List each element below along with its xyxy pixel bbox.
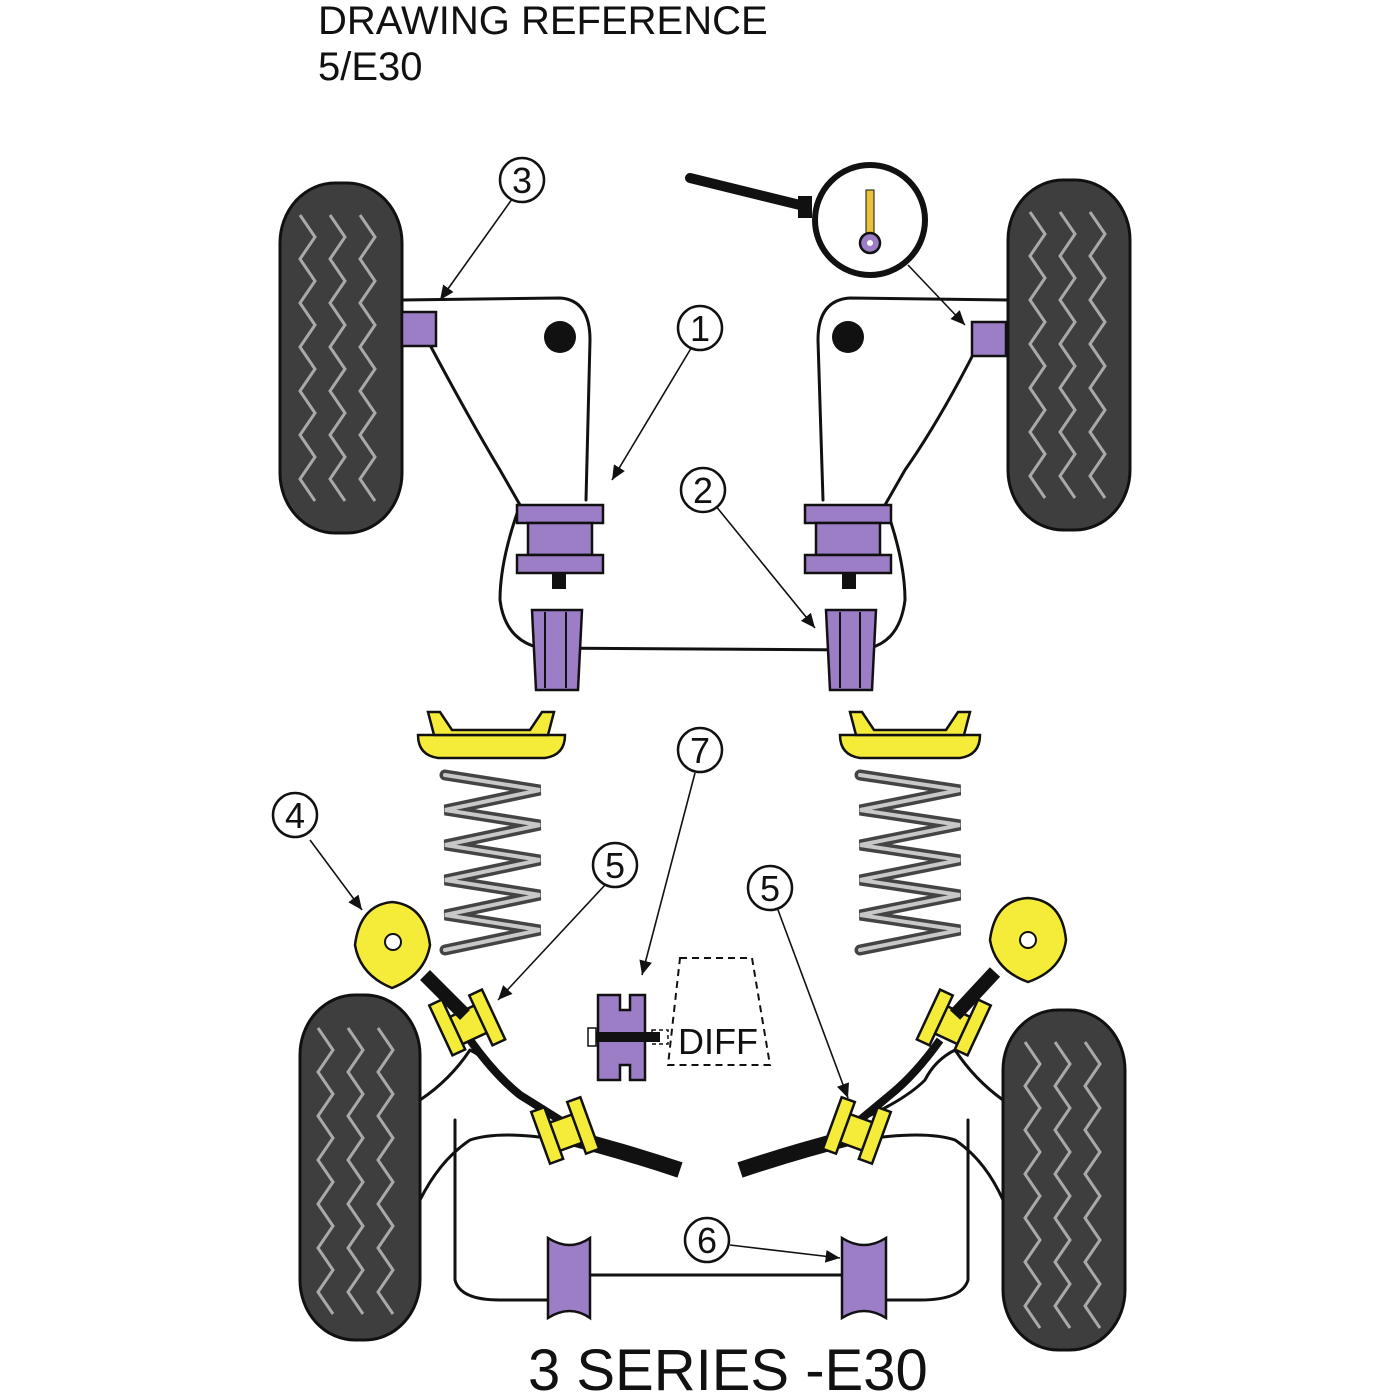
rear-right-arb-bush-outer [915, 987, 993, 1057]
diff-label: DIFF [678, 1021, 758, 1062]
title-line-1: DRAWING REFERENCE [318, 0, 768, 43]
front-left-arb-bush [530, 608, 584, 692]
rear-left-drop-link [466, 1037, 563, 1124]
rear-left-tyre [298, 993, 422, 1342]
rear-left-spring-cap [416, 710, 567, 760]
rear-right-shock-mount [949, 896, 1068, 1020]
callout-1-label: 1 [690, 308, 710, 349]
callout-1: 1 [676, 304, 724, 352]
rear-right-arb-bush-inner [821, 1095, 893, 1166]
callout-7-label: 7 [690, 730, 710, 771]
detail-inset [685, 162, 928, 278]
callout-2-label: 2 [693, 470, 713, 511]
diff-mount [587, 993, 660, 1082]
leader-4 [309, 839, 363, 911]
leader-2 [714, 504, 816, 629]
rear-left-coil-spring [439, 769, 542, 956]
leader-inset [907, 264, 966, 326]
leader-3 [439, 194, 516, 301]
front-anti-roll-bar [538, 646, 862, 652]
front-left-tyre [278, 181, 404, 535]
leader-6 [729, 1244, 841, 1263]
callout-5-right-label: 5 [760, 868, 780, 909]
callout-3: 3 [498, 156, 546, 204]
callout-3-label: 3 [512, 160, 532, 201]
callout-5-left-label: 5 [605, 845, 625, 886]
rear-right-coil-spring [854, 769, 962, 956]
callout-5-right: 5 [746, 864, 794, 912]
diff-outline: DIFF [651, 957, 772, 1066]
rear-left-arb-bush-outer [427, 987, 507, 1057]
title-line-2: 5/E30 [318, 45, 423, 89]
rear-left-trailing-arm [418, 1048, 662, 1302]
callout-4: 4 [271, 791, 319, 839]
callout-7: 7 [676, 726, 724, 774]
callout-6-label: 6 [697, 1220, 717, 1261]
model-label: 3 SERIES -E30 [528, 1338, 928, 1400]
leader-5b [777, 909, 849, 1099]
leader-5a [497, 884, 606, 1001]
rear-left-shock-mount [353, 900, 470, 1020]
rear-left-subframe-mount [546, 1235, 592, 1321]
front-right-control-arm [816, 296, 1010, 650]
rear-right-drop-link [857, 1037, 944, 1124]
callout-4-label: 4 [285, 795, 305, 836]
front-left-control-arm [400, 296, 592, 650]
front-right-arm-bush [803, 503, 893, 589]
rear-left-arb-bush-inner [529, 1095, 601, 1166]
front-right-hub-bush [970, 320, 1008, 358]
front-left-arm-bush [515, 503, 605, 589]
callout-6: 6 [683, 1216, 731, 1264]
front-left-hub-bush [400, 310, 438, 348]
callout-5-left: 5 [591, 841, 639, 889]
rear-right-subframe-mount [840, 1235, 888, 1321]
rear-right-spring-cap [838, 710, 982, 760]
leader-7 [639, 772, 696, 976]
leader-1 [611, 344, 694, 481]
front-right-tyre [1006, 178, 1132, 532]
callout-2: 2 [679, 466, 727, 514]
rear-right-tyre [1001, 1008, 1127, 1352]
front-right-arb-bush [824, 608, 878, 692]
